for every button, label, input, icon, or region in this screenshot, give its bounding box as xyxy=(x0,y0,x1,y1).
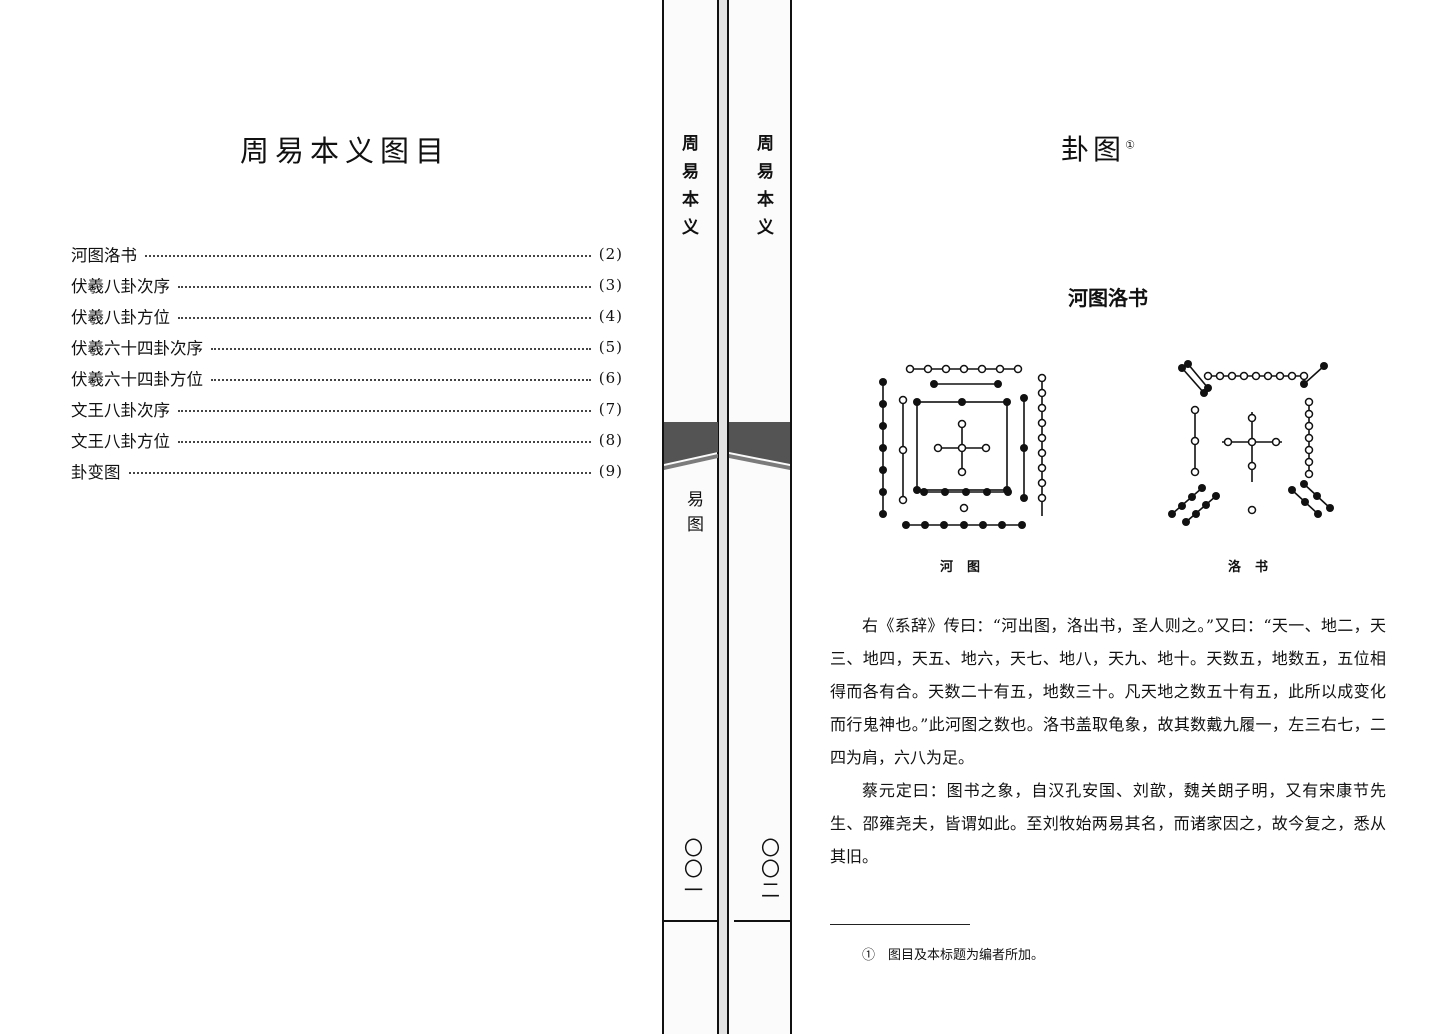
spine-left-book-title: 周易本义 xyxy=(678,134,698,246)
toc-entry-page: (2) xyxy=(598,244,623,263)
toc-entry-page: (6) xyxy=(598,368,623,387)
page-title: 卦图① xyxy=(792,128,1408,168)
spine-left-band xyxy=(664,422,718,470)
spine-right-band xyxy=(729,422,790,470)
right-page xyxy=(792,0,1440,1034)
toc-entry[interactable]: 伏羲八卦次序 (3) xyxy=(71,269,623,300)
toc-entry-title: 河图洛书 xyxy=(71,245,137,265)
toc-leader-dots xyxy=(178,440,591,443)
luoshu-diagram xyxy=(1168,360,1334,526)
footnote-divider xyxy=(830,924,970,925)
toc-entry[interactable]: 伏羲六十四卦次序 (5) xyxy=(71,331,623,362)
paragraph: 蔡元定曰：图书之象，自汉孔安国、刘歆，魏关朗子明，又有宋康节先生、邵雍尧夫，皆谓… xyxy=(830,781,1386,866)
footnote: ① 图目及本标题为编者所加。 xyxy=(862,948,1045,963)
toc-entry-page: (7) xyxy=(598,399,623,418)
spine-left-section: 易图 xyxy=(683,490,703,540)
spine-right xyxy=(727,0,792,1034)
toc-leader-dots xyxy=(211,378,591,381)
toc-leader-dots xyxy=(128,471,591,474)
toc-entry[interactable]: 文王八卦方位 (8) xyxy=(71,424,623,455)
spine-right-rule xyxy=(734,920,790,922)
toc-entry[interactable]: 伏羲六十四卦方位 (6) xyxy=(71,362,623,393)
toc-entry-title: 伏羲六十四卦方位 xyxy=(71,369,203,389)
page-title-text: 卦图 xyxy=(1061,133,1126,166)
toc-entry-title: 文王八卦次序 xyxy=(71,400,170,420)
spine-left-rule xyxy=(664,920,718,922)
page-gutter xyxy=(719,0,727,1034)
toc-entry[interactable]: 卦变图 (9) xyxy=(71,455,623,486)
toc-leader-dots xyxy=(178,285,591,288)
toc-entry-title: 文王八卦方位 xyxy=(71,431,170,451)
toc-leader-dots xyxy=(178,409,591,412)
toc-entry-page: (5) xyxy=(598,337,623,356)
toc-leader-dots xyxy=(211,347,591,350)
toc-entry[interactable]: 河图洛书 (2) xyxy=(71,238,623,269)
spine-left xyxy=(662,0,719,1034)
toc-entry-page: (3) xyxy=(598,275,623,294)
toc-entry-title: 伏羲六十四卦次序 xyxy=(71,338,203,358)
toc-entry-title: 伏羲八卦次序 xyxy=(71,276,170,296)
toc-leader-dots xyxy=(178,316,591,319)
toc-entry-title: 伏羲八卦方位 xyxy=(71,307,170,327)
toc-entry[interactable]: 伏羲八卦方位 (4) xyxy=(71,300,623,331)
paragraph: 右《系辞》传曰：“河出图，洛出书，圣人则之。”又曰：“天一、地二，天三、地四，天… xyxy=(830,616,1386,767)
hetu-caption: 河图 xyxy=(940,560,995,575)
section-title: 河图洛书 xyxy=(1068,286,1148,310)
toc-entry-page: (8) xyxy=(598,430,623,449)
toc-title: 周易本义图目 xyxy=(239,134,450,168)
toc-entry-page: (4) xyxy=(598,306,623,325)
spine-right-page-number: 〇〇二 xyxy=(758,838,780,901)
toc-leader-dots xyxy=(145,254,591,257)
spine-left-page-number: 〇〇一 xyxy=(681,838,703,901)
spine-right-book-title: 周易本义 xyxy=(753,134,773,246)
toc-entry[interactable]: 文王八卦次序 (7) xyxy=(71,393,623,424)
body-text: 右《系辞》传曰：“河出图，洛出书，圣人则之。”又曰：“天一、地二，天三、地四，天… xyxy=(830,609,1386,873)
left-page xyxy=(0,0,662,1034)
toc-entry-title: 卦变图 xyxy=(71,462,121,482)
hetu-diagram xyxy=(879,364,1047,529)
footnote-mark: ① xyxy=(1125,138,1139,152)
table-of-contents: 河图洛书(2) 伏羲八卦次序(3) 伏羲八卦方位(4) 伏羲六十四卦次序(5) … xyxy=(71,238,623,486)
toc-entry-page: (9) xyxy=(598,461,623,480)
luoshu-caption: 洛书 xyxy=(1228,560,1283,575)
